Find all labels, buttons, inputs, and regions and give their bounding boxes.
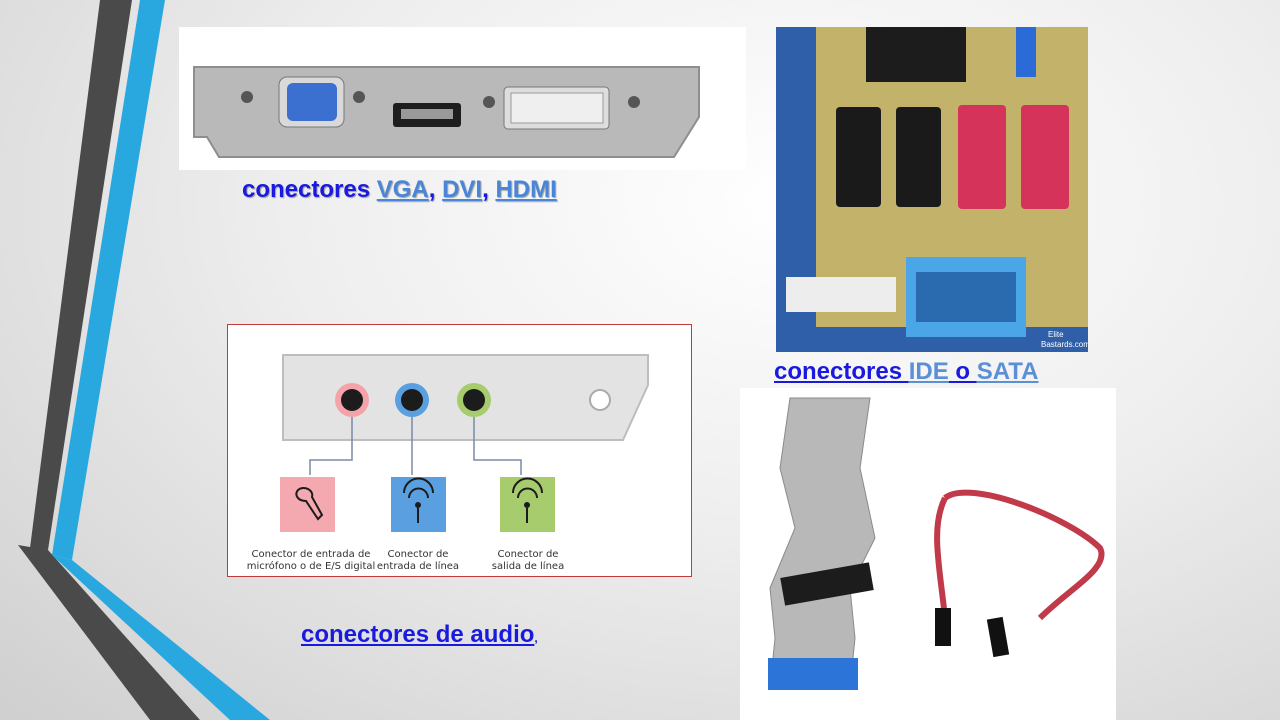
vga-port bbox=[287, 83, 337, 121]
storage-connectors-caption: conectores IDE o SATA bbox=[774, 358, 1039, 386]
ide-sata-cables-image bbox=[740, 388, 1116, 720]
hdmi-link[interactable]: HDMI bbox=[495, 176, 557, 203]
conectores-link[interactable]: conectores bbox=[774, 358, 909, 385]
caption-separator: , bbox=[428, 176, 443, 203]
label-line: micrófono o de E/S digital bbox=[246, 561, 376, 572]
sata-link[interactable]: SATA bbox=[976, 358, 1039, 385]
label-line: salida de línea bbox=[491, 561, 565, 572]
label-line: Conector de bbox=[497, 549, 559, 560]
audio-connectors-diagram: Conector de entrada de micrófono o de E/… bbox=[227, 324, 692, 577]
video-connectors-caption: conectores VGA, DVI, HDMI bbox=[242, 176, 557, 204]
o-link[interactable]: o bbox=[948, 358, 977, 385]
caption-suffix: , bbox=[534, 631, 538, 645]
motherboard-sata-image: Elite Bastards.com bbox=[776, 27, 1088, 352]
vga-link[interactable]: VGA bbox=[376, 176, 429, 203]
audio-link[interactable]: conectores de audio bbox=[301, 621, 535, 648]
caption-prefix: conectores bbox=[242, 176, 377, 203]
label-line: Conector de entrada de bbox=[251, 549, 371, 560]
watermark-text: Elite bbox=[1048, 330, 1064, 339]
audio-label-mic: Conector de entrada de micrófono o de E/… bbox=[236, 549, 386, 573]
audio-connectors-caption: conectores de audio, bbox=[301, 621, 538, 649]
label-line: Conector de bbox=[387, 549, 449, 560]
label-line: entrada de línea bbox=[376, 561, 460, 572]
video-connectors-image bbox=[179, 27, 746, 170]
ide-link[interactable]: IDE bbox=[908, 358, 949, 385]
watermark-text: Bastards.com bbox=[1041, 340, 1088, 349]
dvi-link[interactable]: DVI bbox=[442, 176, 483, 203]
audio-label-line-in: Conector de entrada de línea bbox=[364, 549, 472, 573]
caption-separator: , bbox=[482, 176, 496, 203]
slide-decoration bbox=[18, 0, 270, 720]
audio-label-line-out: Conector de salida de línea bbox=[474, 549, 582, 573]
